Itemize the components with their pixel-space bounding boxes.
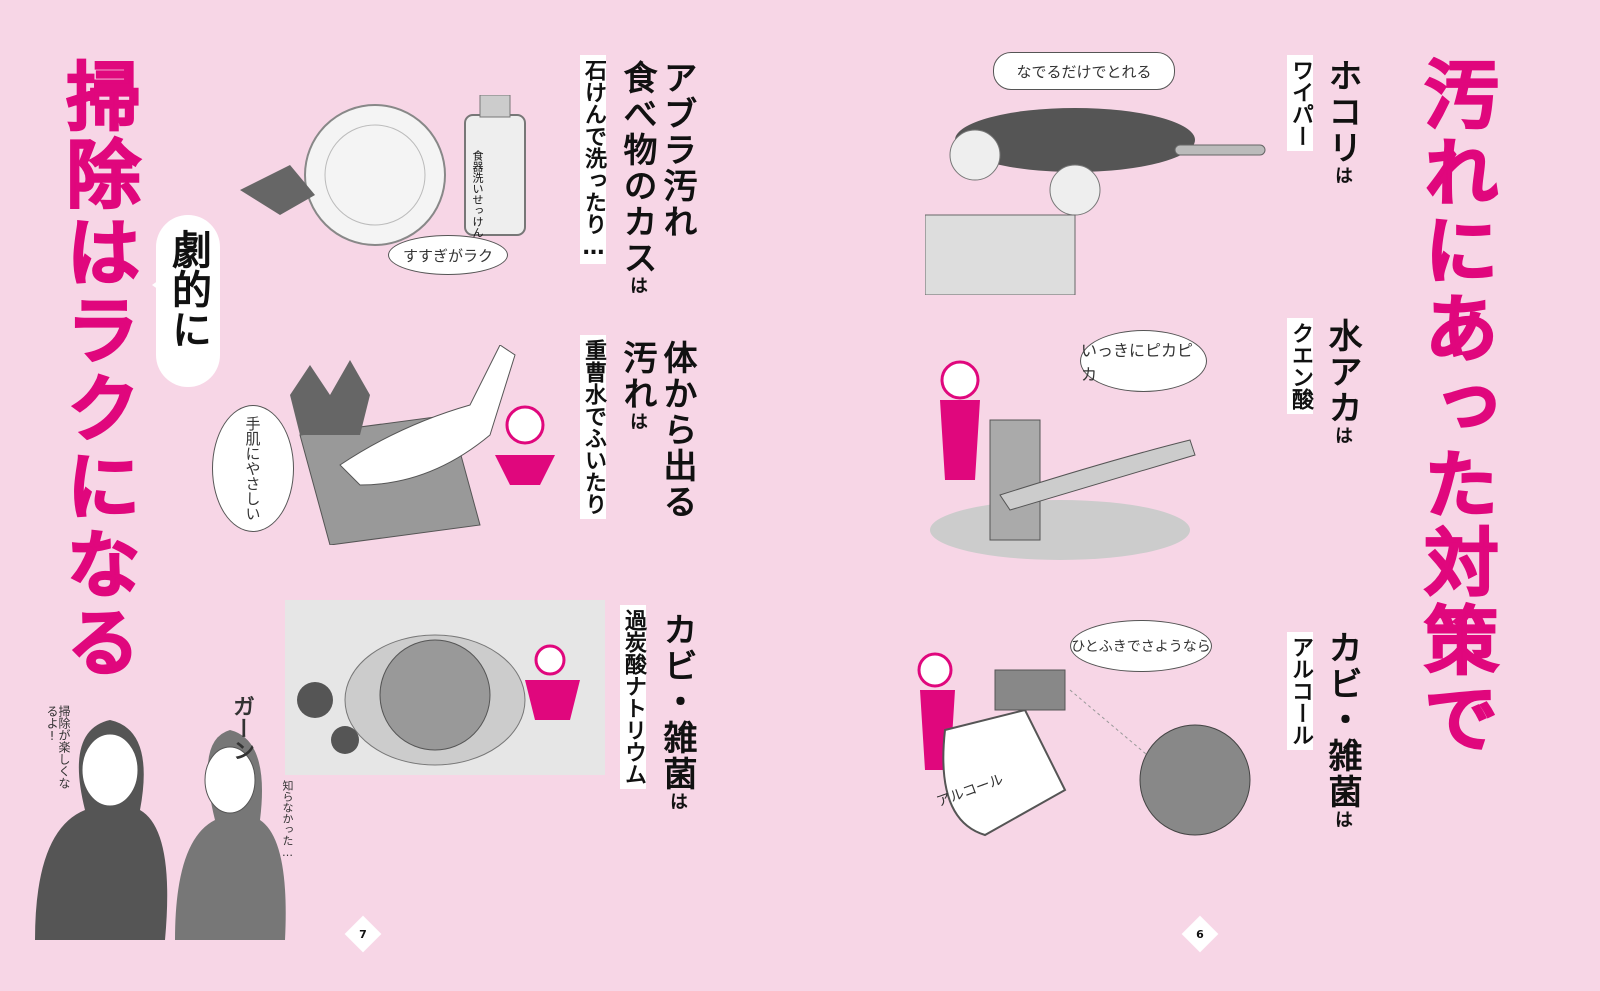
page-number: 7: [344, 915, 382, 953]
spray-illustration: [917, 652, 1251, 837]
callout-text: 劇的に: [165, 229, 211, 349]
drain-illustration: [285, 600, 605, 775]
page-number: 6: [1181, 915, 1219, 953]
dish-washing-illustration: [240, 95, 526, 246]
method-label: クエン酸: [1287, 318, 1313, 414]
callout-bubble: 劇的に: [152, 215, 220, 387]
duster-illustration: [925, 108, 1266, 295]
method-label: アルコール: [1287, 632, 1313, 750]
method-label: 重曹水でふいたり: [580, 335, 606, 519]
women-illustration: [35, 720, 286, 940]
bottle-label: 食器洗いせっけん: [471, 150, 484, 238]
left-page-title: 掃除はラクになる: [53, 57, 141, 683]
section-heading-line1: アブラ汚れ: [657, 60, 697, 240]
exclaim-text: ガーン: [229, 695, 254, 761]
section-heading: ホコリは: [1322, 58, 1362, 186]
wiping-hand-illustration: [290, 345, 555, 545]
section-heading-line1: 体から出る: [657, 340, 697, 520]
woman-speech: 知らなかった…: [281, 780, 294, 859]
speech-bubble: すすぎがラク: [388, 235, 508, 275]
speech-bubble: ひとふきでさようなら: [1070, 620, 1212, 672]
section-heading: カビ・雑菌は: [657, 612, 697, 812]
method-label: 過炭酸ナトリウム: [620, 605, 646, 789]
section-heading: 水アカは: [1322, 318, 1362, 446]
speech-bubble: いっきにピカピカ: [1080, 330, 1207, 392]
woman-speech: 掃除が楽しくなるよ!: [45, 705, 71, 789]
section-heading: カビ・雑菌は: [1322, 630, 1362, 830]
method-label: ワイパー: [1287, 55, 1313, 151]
section-heading-line2: 汚れは: [617, 340, 657, 432]
section-heading-line2: 食べ物のカスは: [617, 60, 657, 296]
faucet-illustration: [930, 360, 1196, 560]
speech-bubble: 手肌にやさしい: [212, 405, 294, 532]
right-page-title: 汚れにあった対策で: [1411, 55, 1499, 759]
speech-bubble: なでるだけでとれる: [993, 52, 1175, 90]
method-label: 石けんで洗ったり…: [580, 55, 606, 264]
